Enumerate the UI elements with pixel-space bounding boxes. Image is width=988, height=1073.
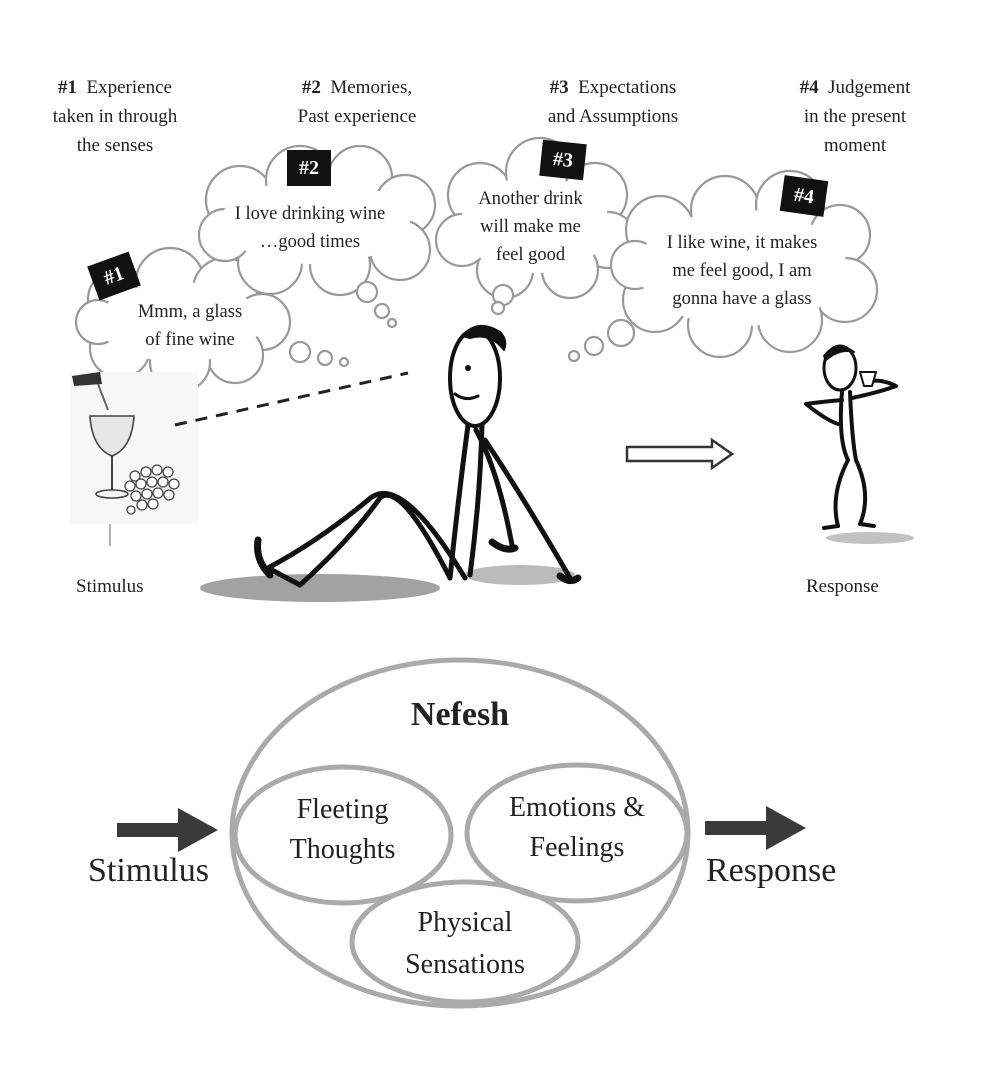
- dashed-line: [174, 371, 409, 427]
- physical-sensations-ellipse: [349, 879, 581, 1005]
- hollow-arrow-icon: [625, 437, 735, 471]
- fleeting-thoughts-ellipse: [232, 764, 454, 906]
- cloud-2-text: I love drinking wine …good times: [234, 204, 386, 252]
- badge-4: #4: [779, 175, 829, 217]
- cloud-3-text: Another drink will make me feel good: [478, 189, 583, 265]
- nefesh-title: Nefesh: [410, 696, 510, 733]
- sitting-stick-figure: [200, 325, 582, 602]
- top-stimulus-label: Stimulus: [76, 576, 144, 597]
- cloud-4-text: I like wine, it makes me feel good, I am…: [666, 233, 818, 309]
- header-2: #2 Memories, Past experience: [297, 77, 417, 127]
- badge-3: #3: [539, 139, 587, 181]
- cloud-1-text: Mmm, a glass of fine wine: [137, 302, 243, 350]
- bottom-response-label: Response: [706, 852, 837, 889]
- top-response-label: Response: [806, 576, 879, 597]
- wine-glass-picture: [70, 372, 198, 546]
- header-3: #3 Expectations and Assumptions: [547, 77, 679, 127]
- badge-2: #2: [287, 150, 331, 186]
- drinking-stick-figure: [804, 344, 914, 544]
- response-arrow-icon: [705, 806, 806, 850]
- fleeting-thoughts-label: Fleeting Thoughts: [289, 794, 396, 865]
- stimulus-arrow-icon: [117, 808, 218, 852]
- physical-sensations-label: Physical Sensations: [405, 907, 525, 980]
- header-4: #4 Judgement in the present moment: [799, 77, 911, 156]
- emotions-feelings-label: Emotions & Feelings: [508, 792, 646, 863]
- bottom-stimulus-label: Stimulus: [88, 852, 209, 889]
- emotions-feelings-ellipse: [464, 762, 690, 904]
- header-1: #1 Experience taken in through the sense…: [52, 77, 178, 156]
